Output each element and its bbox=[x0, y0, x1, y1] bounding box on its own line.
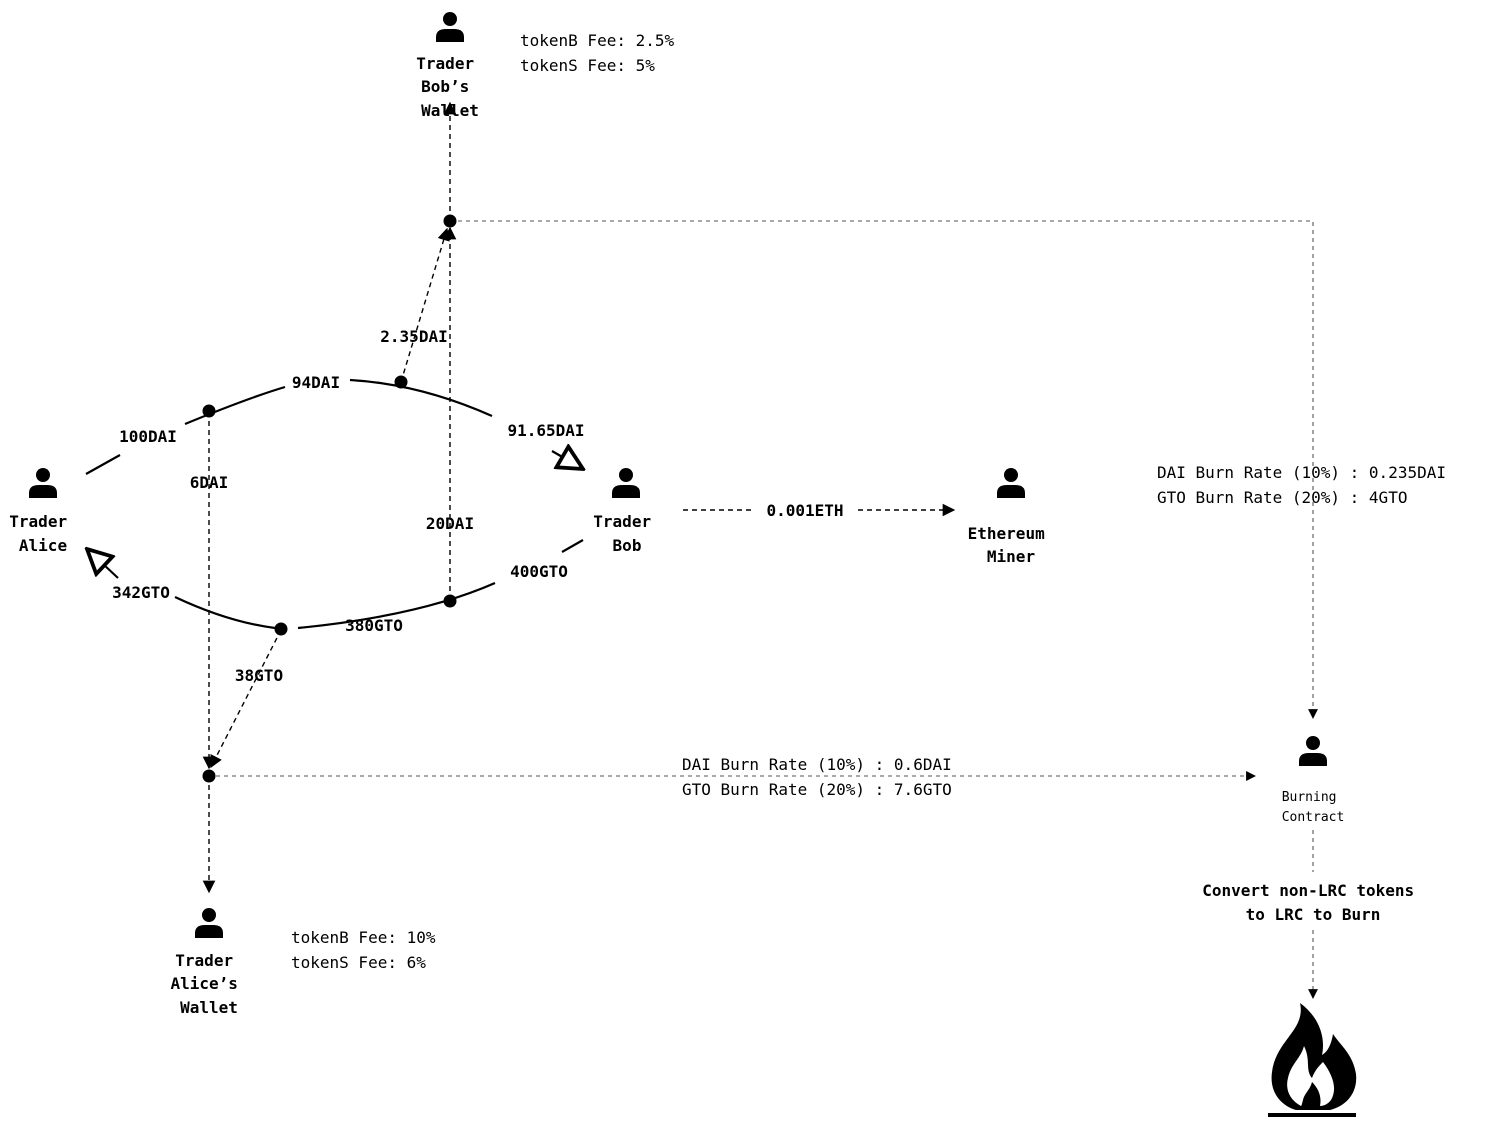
bob-wallet-burn-rates: DAI Burn Rate (10%) : 0.235DAI GTO Burn … bbox=[1157, 463, 1456, 507]
flow-label-miner-fee: 0.001ETH bbox=[766, 501, 843, 520]
person-icon bbox=[192, 908, 226, 941]
flow-label-after-bob-fee: 380GTO bbox=[345, 616, 403, 635]
alice-fee-junction-dot bbox=[202, 404, 216, 418]
flow-label-alice-wallet-gto-fee: 38GTO bbox=[235, 666, 283, 685]
person-icon bbox=[1296, 736, 1330, 769]
fire-icon bbox=[1268, 1003, 1357, 1117]
bob-label: Trader Bob bbox=[593, 512, 660, 555]
person-icon bbox=[609, 468, 643, 501]
flow-label-bob-wallet-dai-fee: 2.35DAI bbox=[380, 327, 447, 346]
gto-flow-bob-segment bbox=[561, 539, 584, 553]
person-icon bbox=[26, 468, 60, 501]
bob-wallet-collect-dot bbox=[443, 214, 457, 228]
dai-flow-fee-arc bbox=[184, 385, 286, 426]
burning-contract-label: Burning Contract bbox=[1282, 790, 1345, 825]
bob-wallet-fee-info: tokenB Fee: 2.5% tokenS Fee: 5% bbox=[520, 31, 684, 75]
convert-note: Convert non-LRC tokens to LRC to Burn bbox=[1202, 881, 1424, 924]
bob-gto-fee-junction-dot bbox=[443, 594, 457, 608]
flow-label-bob-out: 400GTO bbox=[510, 562, 568, 581]
flow-label-alice-out: 100DAI bbox=[119, 427, 177, 446]
miner-label: Ethereum Miner bbox=[968, 524, 1055, 566]
gto-flow-bottom-arc bbox=[297, 581, 496, 630]
bob-wallet-burn-line bbox=[458, 220, 1318, 719]
alice-wallet-label: Trader Alice’s Wallet bbox=[170, 951, 247, 1017]
flow-label-alice-wallet-dai-fee: 6DAI bbox=[190, 473, 229, 492]
flow-label-after-alice-fee: 94DAI bbox=[292, 373, 340, 392]
bob-wallet-dai-fee-line bbox=[400, 227, 450, 383]
flow-label-bob-wallet-gto-fee: 20DAI bbox=[426, 514, 474, 533]
alice-wallet-fee-info: tokenB Fee: 10% tokenS Fee: 6% bbox=[291, 928, 445, 972]
flow-label-alice-in: 342GTO bbox=[112, 583, 170, 602]
bob-dai-fee-junction-dot bbox=[394, 375, 408, 389]
person-icon bbox=[433, 12, 467, 45]
person-icon bbox=[994, 468, 1028, 501]
bob-wallet-label: Trader Bob’s Wallet bbox=[416, 54, 483, 120]
alice-label: Trader Alice bbox=[9, 512, 76, 555]
dai-flow-to-bob bbox=[551, 451, 583, 469]
dai-flow-alice-segment bbox=[85, 454, 121, 475]
flow-label-bob-in: 91.65DAI bbox=[507, 421, 584, 440]
alice-gto-fee-junction-dot bbox=[274, 622, 288, 636]
alice-wallet-collect-dot bbox=[202, 769, 216, 783]
alice-wallet-gto-fee-line bbox=[210, 629, 282, 769]
gto-flow-fee-arc bbox=[174, 596, 276, 630]
dai-flow-top-arc bbox=[349, 378, 493, 418]
alice-wallet-burn-rates: DAI Burn Rate (10%) : 0.6DAI GTO Burn Ra… bbox=[682, 755, 961, 799]
gto-flow-to-alice bbox=[87, 549, 119, 579]
